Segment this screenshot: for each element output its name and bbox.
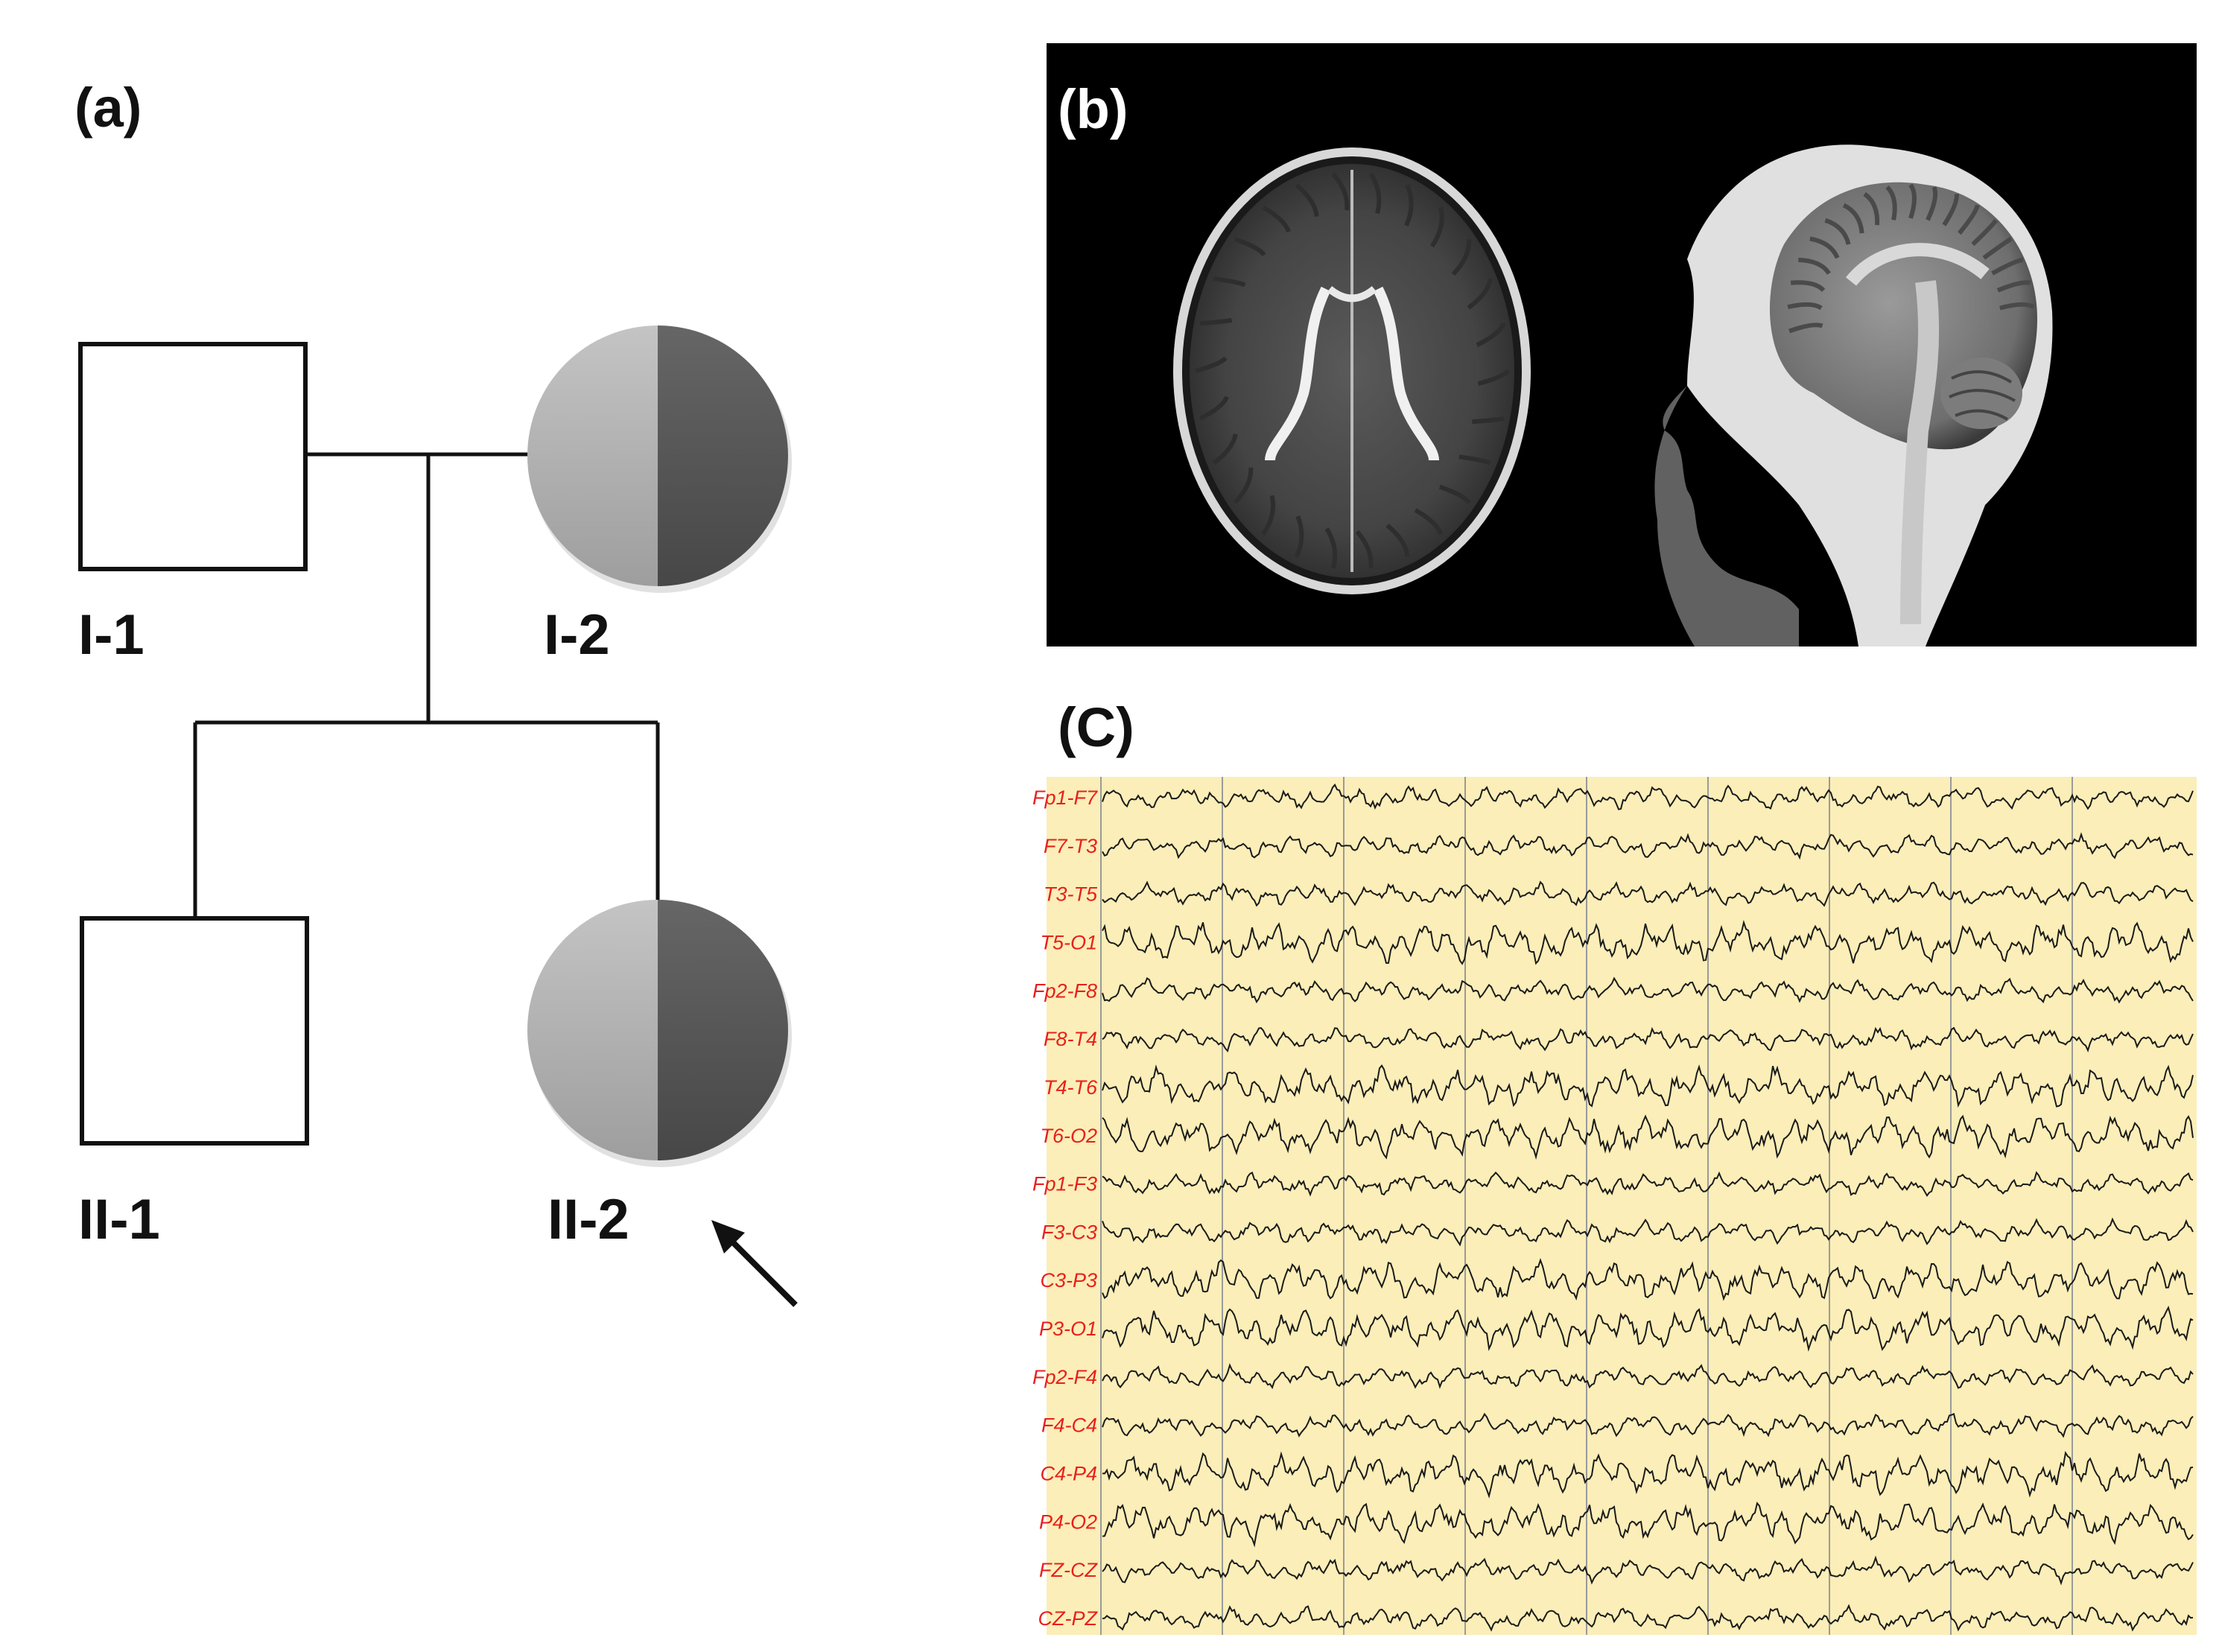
- eeg-channel-label: P4-O2: [1039, 1510, 1097, 1533]
- eeg-channel-label: Fp2-F4: [1032, 1366, 1097, 1388]
- eeg-channel-label: Fp2-F8: [1032, 979, 1097, 1002]
- mri-panel: [1047, 43, 2197, 647]
- pedigree-male-ii1: [80, 916, 309, 1146]
- eeg-channel-label: F4-C4: [1041, 1414, 1097, 1437]
- eeg-trace-fz-cz: [1102, 1555, 2194, 1586]
- eeg-background: [1047, 777, 2197, 1635]
- eeg-trace-fp2-f4: [1102, 1363, 2194, 1390]
- eeg-channel-label: T3-T5: [1044, 883, 1098, 906]
- pedigree-female-i2: [527, 325, 792, 593]
- eeg-channel-label: T4-T6: [1044, 1076, 1098, 1099]
- eeg-trace-f3-c3: [1102, 1217, 2194, 1247]
- eeg-trace-c3-p3: [1102, 1257, 2194, 1301]
- eeg-channel-label: CZ-PZ: [1038, 1607, 1099, 1630]
- eeg-channel-label: C3-P3: [1040, 1269, 1097, 1292]
- pedigree-diagram: [78, 325, 798, 1307]
- eeg-trace-t4-t6: [1102, 1064, 2194, 1108]
- pedigree-male-i1: [78, 342, 308, 571]
- panel-label-a: (a): [74, 77, 142, 139]
- eeg-trace-c4-p4: [1102, 1451, 2194, 1499]
- eeg-channel-label: T6-O2: [1040, 1125, 1097, 1147]
- eeg-trace-cz-pz: [1102, 1604, 2194, 1632]
- eeg-channel-label: F3-C3: [1041, 1221, 1097, 1243]
- eeg-channel-label: F7-T3: [1044, 835, 1097, 857]
- eeg-channel-label: F8-T4: [1044, 1028, 1097, 1050]
- panel-label-c: (C): [1058, 696, 1134, 758]
- eeg-trace-f4-c4: [1102, 1412, 2194, 1438]
- axial-brain-image: [1173, 147, 1531, 594]
- eeg-channel-label: P3-O1: [1039, 1318, 1097, 1340]
- sagittal-brain-image: [1654, 144, 2053, 647]
- eeg-trace-p4-o2: [1102, 1502, 2194, 1548]
- eeg-trace-p3-o1: [1102, 1306, 2194, 1352]
- eeg-trace-fp2-f8: [1102, 976, 2194, 1004]
- pedigree-label-ii1: II-1: [78, 1188, 160, 1251]
- eeg-channel-label: Fp1-F3: [1032, 1173, 1097, 1195]
- eeg-trace-t5-o1: [1102, 919, 2194, 965]
- eeg-trace-f8-t4: [1102, 1026, 2194, 1053]
- eeg-trace-fp1-f7: [1102, 783, 2194, 810]
- pedigree-female-ii2: [527, 900, 792, 1167]
- eeg-trace-fp1-f3: [1102, 1171, 2194, 1198]
- eeg-trace-t6-o2: [1102, 1114, 2194, 1160]
- pedigree-label-i1: I-1: [78, 603, 145, 667]
- eeg-channel-label: T5-O1: [1040, 931, 1097, 953]
- arrow-icon: [711, 1220, 798, 1307]
- pedigree-label-i2: I-2: [544, 603, 610, 667]
- eeg-trace-t3-t5: [1102, 880, 2194, 907]
- eeg-channel-label: Fp1-F7: [1032, 787, 1098, 809]
- eeg-trace-f7-t3: [1102, 832, 2194, 860]
- panel-label-b: (b): [1058, 78, 1128, 140]
- eeg-channel-label: FZ-CZ: [1039, 1559, 1098, 1581]
- pedigree-label-ii2: II-2: [547, 1188, 629, 1251]
- eeg-channel-label: C4-P4: [1040, 1463, 1097, 1485]
